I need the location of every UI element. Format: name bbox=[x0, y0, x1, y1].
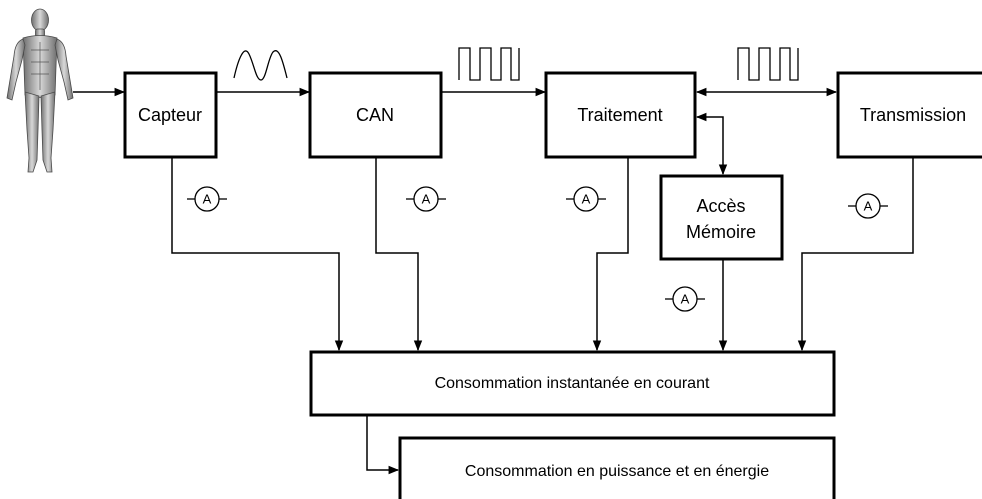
ammeter-icon: A bbox=[665, 286, 705, 312]
current-consumption-label: Consommation instantanée en courant bbox=[435, 375, 710, 392]
current-path-sensor bbox=[171, 157, 344, 352]
processing-box bbox=[544, 71, 697, 159]
current-path-adc bbox=[375, 157, 423, 352]
power-energy-box bbox=[398, 436, 836, 499]
ammeter-icon: A bbox=[566, 186, 606, 212]
ammeter-label: A bbox=[582, 191, 591, 206]
human-body-icon bbox=[6, 8, 74, 173]
memory-box bbox=[659, 174, 784, 261]
transmission-label: Transmission bbox=[860, 105, 966, 125]
square-wave-icon bbox=[458, 47, 520, 81]
transmission-box bbox=[836, 71, 982, 159]
ammeter-label: A bbox=[681, 291, 690, 306]
ammeter-icon: A bbox=[406, 186, 446, 212]
arrow-processing-memory bbox=[695, 112, 728, 176]
power-energy-label: Consommation en puissance et en énergie bbox=[465, 463, 769, 480]
ammeter-icon: A bbox=[848, 193, 888, 219]
ammeter-label: A bbox=[422, 191, 431, 206]
current-path-processing bbox=[592, 157, 629, 352]
sensor-label: Capteur bbox=[138, 105, 202, 125]
arrow-current-to-power bbox=[366, 415, 400, 475]
sensor-box bbox=[123, 71, 218, 159]
adc-box bbox=[308, 71, 443, 159]
adc-label: CAN bbox=[356, 105, 394, 125]
ammeter-label: A bbox=[203, 191, 212, 206]
sine-wave-icon bbox=[233, 50, 288, 81]
processing-label: Traitement bbox=[577, 105, 662, 125]
square-wave-icon bbox=[737, 47, 799, 81]
memory-label-line2: Mémoire bbox=[686, 222, 756, 242]
ammeter-icon: A bbox=[187, 186, 227, 212]
memory-label-line1: Accès bbox=[696, 196, 745, 216]
ammeter-label: A bbox=[864, 198, 873, 213]
current-path-transmission bbox=[797, 157, 914, 352]
current-consumption-box bbox=[309, 350, 836, 417]
